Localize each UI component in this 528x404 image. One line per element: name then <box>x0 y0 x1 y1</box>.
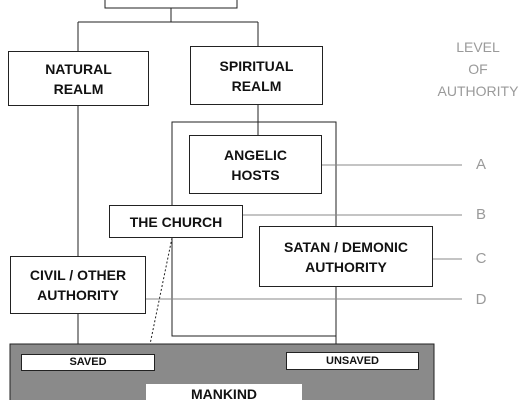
spiritual-realm-box: SPIRITUAL REALM <box>190 46 323 105</box>
angelic-hosts-label: ANGELIC HOSTS <box>224 146 287 183</box>
level-b-label: B <box>475 206 486 223</box>
saved-label: SAVED <box>69 356 107 368</box>
the-church-box: THE CHURCH <box>109 205 243 238</box>
top-box-cropped <box>104 0 238 9</box>
satan-demonic-authority-label: SATAN / DEMONIC AUTHORITY <box>284 238 408 275</box>
natural-realm-box: NATURAL REALM <box>8 51 149 106</box>
saved-box: SAVED <box>21 354 155 371</box>
level-a-label: A <box>475 156 486 173</box>
level-of-authority-label: LEVEL OF AUTHORITY <box>437 39 519 99</box>
angelic-hosts-box: ANGELIC HOSTS <box>189 135 322 194</box>
connector-church-saved <box>147 237 173 355</box>
level-c-label: C <box>475 250 487 267</box>
satan-demonic-authority-box: SATAN / DEMONIC AUTHORITY <box>259 226 433 287</box>
unsaved-label: UNSAVED <box>326 354 379 367</box>
civil-other-authority-box: CIVIL / OTHER AUTHORITY <box>10 256 146 314</box>
the-church-label: THE CHURCH <box>129 213 223 230</box>
spiritual-realm-label: SPIRITUAL REALM <box>219 57 294 94</box>
natural-realm-label: NATURAL REALM <box>45 60 112 97</box>
civil-other-authority-label: CIVIL / OTHER AUTHORITY <box>29 267 127 303</box>
level-d-label: D <box>475 291 487 308</box>
unsaved-box: UNSAVED <box>286 352 419 370</box>
mankind-label: MANKIND <box>146 384 302 404</box>
